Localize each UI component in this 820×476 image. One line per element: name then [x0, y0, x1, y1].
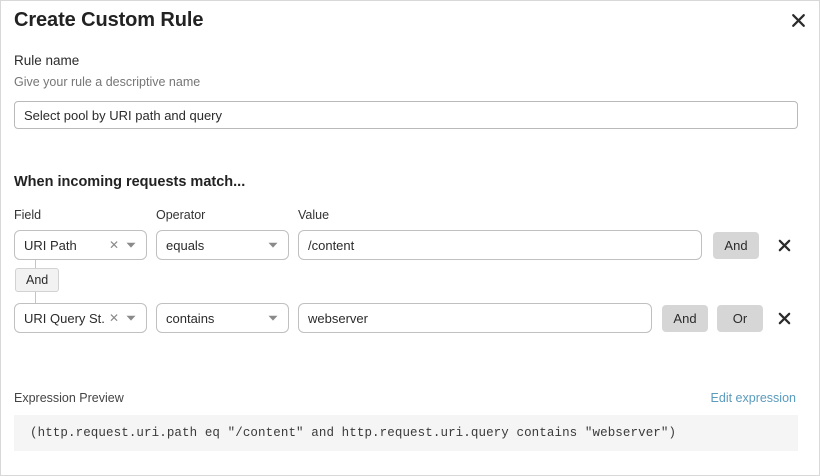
expression-preview-label: Expression Preview: [14, 391, 124, 405]
connector-line-bottom: [35, 292, 36, 303]
connector-and-chip[interactable]: And: [15, 268, 60, 292]
chevron-down-icon[interactable]: [122, 315, 146, 322]
delete-condition-icon[interactable]: [771, 231, 797, 259]
value-input[interactable]: [298, 303, 652, 333]
dialog-title: Create Custom Rule: [14, 9, 204, 31]
field-select-value: URI Path: [24, 237, 77, 253]
field-select[interactable]: URI Query St... ✕: [14, 303, 147, 333]
operator-select[interactable]: equals: [156, 230, 289, 260]
field-select[interactable]: URI Path ✕: [14, 230, 147, 260]
expression-text: (http.request.uri.path eq "/content" and…: [30, 426, 677, 440]
column-header-operator: Operator: [156, 208, 206, 222]
operator-select-value: contains: [166, 310, 215, 326]
value-input[interactable]: [298, 230, 702, 260]
or-button[interactable]: Or: [717, 305, 763, 332]
chevron-down-icon[interactable]: [122, 242, 146, 249]
rule-name-input[interactable]: [14, 101, 798, 129]
column-header-value: Value: [298, 208, 330, 222]
chevron-down-icon[interactable]: [264, 315, 288, 322]
rule-name-hint: Give your rule a descriptive name: [14, 75, 201, 89]
and-button[interactable]: And: [713, 232, 759, 259]
rule-name-label: Rule name: [14, 53, 80, 68]
and-button[interactable]: And: [662, 305, 708, 332]
expression-preview-band: (http.request.uri.path eq "/content" and…: [14, 415, 798, 451]
match-heading: When incoming requests match...: [14, 174, 246, 190]
close-small-icon[interactable]: ✕: [108, 311, 119, 325]
close-small-icon[interactable]: ✕: [108, 238, 119, 252]
close-icon[interactable]: [785, 7, 811, 33]
connector-line-top: [35, 260, 36, 269]
operator-select-value: equals: [166, 237, 205, 253]
field-select-value: URI Query St...: [24, 310, 106, 326]
delete-condition-icon[interactable]: [771, 304, 797, 332]
chevron-down-icon[interactable]: [264, 242, 288, 249]
operator-select[interactable]: contains: [156, 303, 289, 333]
column-header-field: Field: [14, 208, 42, 222]
condition-row: URI Path ✕ equals And: [1, 230, 819, 260]
condition-row: URI Query St... ✕ contains And Or: [1, 303, 819, 333]
edit-expression-link[interactable]: Edit expression: [710, 391, 796, 405]
